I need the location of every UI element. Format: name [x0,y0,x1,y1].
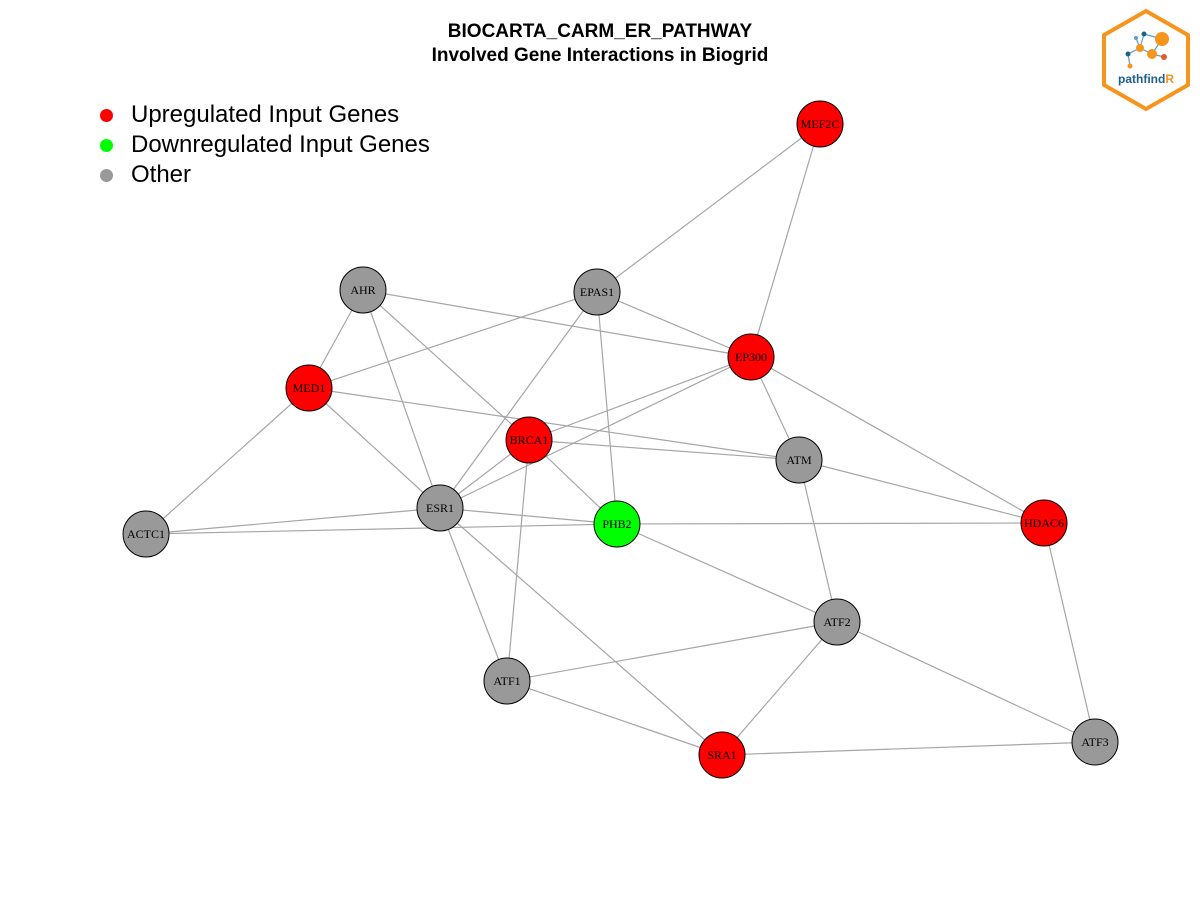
edge-atf2-atf1 [506,621,838,682]
edge-atf2-sra1 [721,621,838,756]
legend-label-other: Other [131,161,192,188]
node-circle-med1 [285,364,333,412]
logo-text-accent: R [1165,72,1174,86]
edge-ep300-brca1 [528,356,752,441]
edge-epas1-phb2 [596,291,618,525]
node-circle-atf3 [1071,718,1119,766]
legend-dot-downregulated [100,138,113,152]
pathfindr-logo: pathfindR [1102,8,1190,112]
node-ep300: EP300 [727,333,775,381]
edge-esr1-actc1 [145,507,441,535]
edge-mef2c-epas1 [596,123,821,293]
node-label-ep300: EP300 [735,350,767,364]
edge-hdac6-atf3 [1043,522,1096,743]
node-label-brca1: BRCA1 [510,433,549,447]
node-circle-ahr [339,266,387,314]
node-circle-actc1 [122,510,170,558]
node-atf3: ATF3 [1071,718,1119,766]
node-circle-epas1 [573,268,621,316]
edge-ep300-esr1 [439,356,752,509]
edge-esr1-phb2 [439,507,618,525]
node-label-atf2: ATF2 [823,615,850,629]
node-circle-brca1 [505,416,553,464]
edges-layer [145,123,1096,756]
node-circle-atm [775,436,823,484]
node-med1: MED1 [285,364,333,412]
edge-ahr-brca1 [362,289,530,441]
edge-med1-esr1 [308,387,441,509]
node-brca1: BRCA1 [505,416,553,464]
edge-esr1-sra1 [439,507,723,756]
node-label-atf1: ATF1 [493,674,520,688]
edge-brca1-atf1 [506,439,530,682]
edge-atf2-atf3 [836,621,1096,743]
logo-text-main: pathfind [1118,72,1165,86]
node-label-hdac6: HDAC6 [1024,516,1064,530]
node-label-phb2: PHB2 [602,517,631,531]
node-circle-atf1 [483,657,531,705]
node-label-epas1: EPAS1 [580,285,614,299]
edge-atf1-sra1 [506,680,723,756]
legend-item-upregulated: Upregulated Input Genes [96,100,430,130]
edge-ahr-ep300 [362,289,752,358]
node-label-actc1: ACTC1 [127,527,165,541]
node-esr1: ESR1 [416,484,464,532]
node-circle-mef2c [796,100,844,148]
legend-label-upregulated: Upregulated Input Genes [131,101,400,128]
legend-item-other: Other [96,160,430,190]
title-line-2: Involved Gene Interactions in Biogrid [431,45,769,66]
title-line-1: BIOCARTA_CARM_ER_PATHWAY [447,21,753,42]
edge-phb2-atf2 [616,523,838,623]
node-circle-phb2 [593,500,641,548]
edge-sra1-atf3 [721,741,1096,756]
edge-epas1-ep300 [596,291,752,358]
edge-med1-atm [308,387,800,461]
node-circle-hdac6 [1020,499,1068,547]
edge-phb2-hdac6 [616,522,1045,525]
node-label-sra1: SRA1 [707,748,736,762]
edge-ep300-hdac6 [750,356,1045,524]
legend: Upregulated Input Genes Downregulated In… [96,100,430,190]
edge-esr1-atf1 [439,507,508,682]
node-atf2: ATF2 [813,598,861,646]
node-sra1: SRA1 [698,731,746,779]
node-atf1: ATF1 [483,657,531,705]
edge-actc1-phb2 [145,523,618,535]
legend-dot-upregulated [100,108,113,122]
node-ahr: AHR [339,266,387,314]
edge-epas1-esr1 [439,291,598,509]
node-phb2: PHB2 [593,500,641,548]
node-label-atm: ATM [786,453,812,467]
edge-med1-actc1 [145,387,310,535]
node-actc1: ACTC1 [122,510,170,558]
node-epas1: EPAS1 [573,268,621,316]
node-mef2c: MEF2C [796,100,844,148]
node-circle-atf2 [813,598,861,646]
node-circle-esr1 [416,484,464,532]
edge-brca1-atm [528,439,800,461]
edge-epas1-med1 [308,291,598,389]
edge-ahr-esr1 [362,289,441,509]
node-label-atf3: ATF3 [1081,735,1108,749]
edge-atm-atf2 [798,459,838,623]
edge-mef2c-ep300 [750,123,821,358]
node-label-mef2c: MEF2C [801,117,840,131]
node-circle-sra1 [698,731,746,779]
node-hdac6: HDAC6 [1020,499,1068,547]
node-label-med1: MED1 [293,381,326,395]
node-label-ahr: AHR [350,283,375,297]
legend-label-downregulated: Downregulated Input Genes [131,131,430,158]
chart-title: BIOCARTA_CARM_ER_PATHWAY Involved Gene I… [0,20,1200,68]
node-circle-ep300 [727,333,775,381]
node-label-esr1: ESR1 [426,501,454,515]
legend-item-downregulated: Downregulated Input Genes [96,130,430,160]
edge-atm-hdac6 [798,459,1045,524]
node-atm: ATM [775,436,823,484]
legend-dot-other [100,168,113,182]
svg-text:pathfindR: pathfindR [1118,72,1174,86]
